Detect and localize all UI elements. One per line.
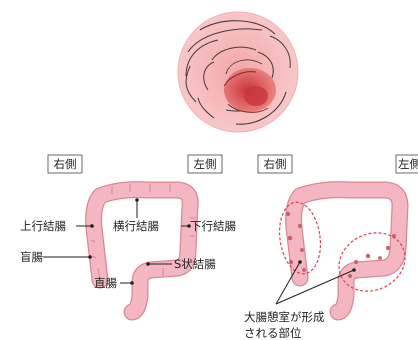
- box-left-side-left: 左側: [188, 155, 222, 173]
- label-right-side: 右側: [264, 157, 287, 171]
- box-left-side-right: 左側: [396, 155, 418, 173]
- box-right-side-left: 右側: [48, 155, 82, 173]
- label-left-side: 左側: [398, 157, 418, 171]
- label-descending-colon: 下行結腸: [190, 219, 236, 233]
- colon-shape: [90, 184, 196, 312]
- label-right-side: 右側: [54, 157, 77, 171]
- label-transverse-colon: 横行結腸: [113, 219, 159, 233]
- label-sigmoid-colon: S状結腸: [174, 257, 216, 271]
- label-left-side: 左側: [194, 157, 217, 171]
- label-ascending-colon: 上行結腸: [20, 219, 66, 233]
- label-cecum: 盲腸: [20, 250, 43, 264]
- colon-shape: [294, 190, 400, 312]
- endoscopic-view: [178, 12, 298, 132]
- label-rectum: 直腸: [94, 276, 117, 290]
- diverticula-colon-diagram: 右側 左側: [244, 155, 418, 340]
- caption-diverticula-line2: される部位: [244, 326, 302, 340]
- labeled-colon-diagram: 右側 左側: [20, 155, 236, 312]
- box-right-side-right: 右側: [258, 155, 292, 173]
- caption-diverticula-line1: 大腸憩室が形成: [244, 310, 325, 324]
